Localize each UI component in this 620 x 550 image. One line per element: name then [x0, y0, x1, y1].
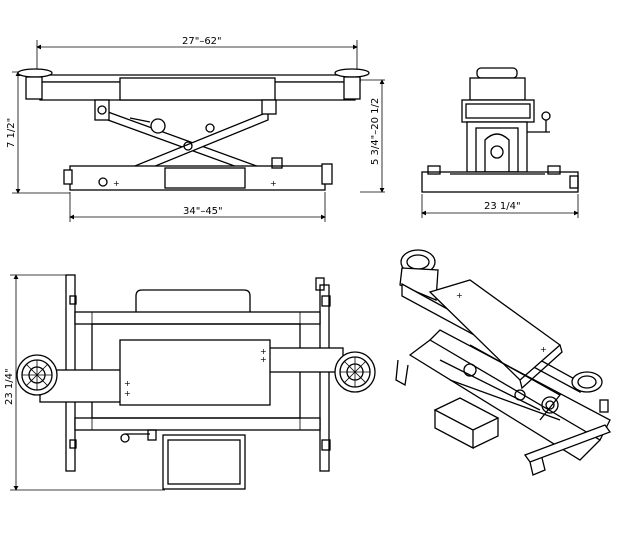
label-front-base: 34"–45" [183, 206, 223, 217]
dimension-top-depth: 23 1/4" [4, 274, 165, 491]
svg-text:+: + [260, 347, 267, 356]
label-front-height: 7 1/2" [6, 118, 17, 148]
dimension-front-base: 34"–45" [69, 192, 326, 222]
dimension-side-height: 5 3/4"–20 1/2 [360, 79, 385, 193]
front-view: 27"–62" 7 1/2" + + [6, 36, 370, 222]
side-view: 5 3/4"–20 1/2 23 1/4" [360, 67, 579, 218]
svg-text:+: + [124, 389, 131, 398]
svg-text:+: + [540, 345, 547, 354]
svg-text:+: + [260, 355, 267, 364]
svg-text:+: + [113, 179, 120, 188]
dimension-side-width: 23 1/4" [421, 194, 579, 218]
label-top-depth: 23 1/4" [4, 368, 15, 405]
svg-text:+: + [124, 379, 131, 388]
label-front-width: 27"–62" [182, 36, 222, 47]
svg-text:+: + [270, 179, 277, 188]
isometric-view: + + [395, 249, 612, 476]
top-view: 23 1/4" + + + + [4, 274, 376, 491]
label-side-height: 5 3/4"–20 1/2 [370, 98, 381, 165]
dimension-front-width: 27"–62" [36, 36, 358, 70]
label-side-width: 23 1/4" [484, 201, 521, 212]
svg-text:+: + [456, 291, 463, 300]
